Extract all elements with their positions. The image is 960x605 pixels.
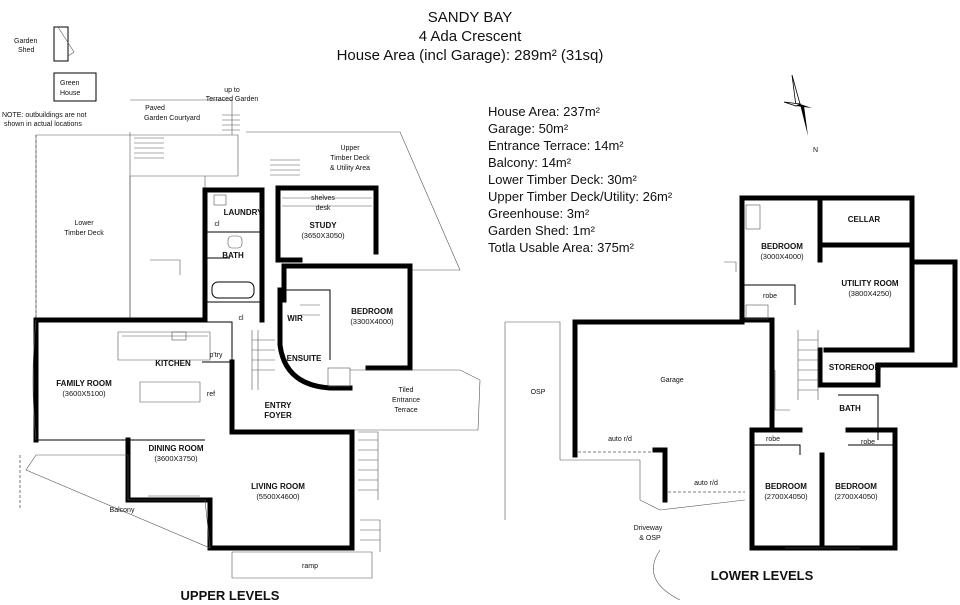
room-label: BEDROOM <box>351 307 393 316</box>
room-label: ramp <box>302 563 318 570</box>
room-label: Timber Deck <box>330 155 370 162</box>
room-label: Tiled <box>399 387 414 394</box>
room-label: ENSUITE <box>287 354 322 363</box>
room-label: LIVING ROOM <box>251 482 305 491</box>
room-label: cl <box>214 221 220 228</box>
room-label: cl <box>238 315 244 322</box>
area-item: Balcony: 14m² <box>488 155 572 170</box>
room-label: p'try <box>209 352 223 359</box>
garden-shed-label: Shed <box>18 47 34 54</box>
room-label: WIR <box>287 314 303 323</box>
plan-house-area: House Area (incl Garage): 289m² (31sq) <box>337 47 604 64</box>
plan-title: SANDY BAY <box>428 9 512 26</box>
room-label: auto r/d <box>694 480 718 487</box>
room-label: BEDROOM <box>765 482 807 491</box>
room-label: robe <box>861 439 875 446</box>
room-label: STUDY <box>309 221 337 230</box>
room-label: DINING ROOM <box>148 444 203 453</box>
room-label: KITCHEN <box>155 359 191 368</box>
room-label: BATH <box>222 251 244 260</box>
north-arrow-icon <box>783 74 812 136</box>
area-item: House Area: 237m² <box>488 104 601 119</box>
room-label: OSP <box>531 389 546 396</box>
north-label: N <box>813 147 818 154</box>
room-label: Upper <box>340 145 360 152</box>
area-item: Garden Shed: 1m² <box>488 223 596 238</box>
room-label: BEDROOM <box>761 242 803 251</box>
area-item: Upper Timber Deck/Utility: 26m² <box>488 189 673 204</box>
room-label: Lower <box>74 220 94 227</box>
room-label: Driveway <box>634 525 663 532</box>
room-label: up to <box>224 87 240 94</box>
room-label: Garden Courtyard <box>144 115 200 122</box>
room-label: FOYER <box>264 411 292 420</box>
area-item: Garage: 50m² <box>488 121 569 136</box>
room-label: BEDROOM <box>835 482 877 491</box>
room-dimension: (2700X4050) <box>764 492 808 501</box>
room-label: robe <box>763 293 777 300</box>
room-dimension: (3650X3050) <box>301 231 345 240</box>
room-label: robe <box>766 436 780 443</box>
room-label: & Utility Area <box>330 165 370 172</box>
room-label: LAUNDRY <box>224 208 263 217</box>
room-label: UTILITY ROOM <box>841 279 899 288</box>
outbuilding-note: shown in actual locations <box>4 121 82 128</box>
room-dimension: (3800X4250) <box>848 289 892 298</box>
upper-levels-heading: UPPER LEVELS <box>181 588 280 603</box>
room-dimension: (3000X4000) <box>760 252 804 261</box>
plan-address: 4 Ada Crescent <box>419 28 522 45</box>
room-label: ref <box>207 391 215 398</box>
room-label: ENTRY <box>265 401 292 410</box>
lower-levels-heading: LOWER LEVELS <box>711 568 814 583</box>
area-item: Lower Timber Deck: 30m² <box>488 172 637 187</box>
room-label: Terraced Garden <box>206 96 259 103</box>
room-label: auto r/d <box>608 436 632 443</box>
room-label: Garage <box>660 377 683 384</box>
area-item: Entrance Terrace: 14m² <box>488 138 624 153</box>
room-label: BATH <box>839 404 861 413</box>
room-label: STOREROOM <box>829 363 882 372</box>
room-label: FAMILY ROOM <box>56 379 112 388</box>
room-label: Balcony <box>110 507 135 514</box>
green-house-label: Green <box>60 80 80 87</box>
outbuilding-note: NOTE: outbuildings are not <box>2 112 86 119</box>
area-item: Greenhouse: 3m² <box>488 206 590 221</box>
lower-level-plan <box>504 195 958 601</box>
upper-level-plan <box>19 99 481 579</box>
green-house <box>53 72 97 102</box>
room-label: Paved <box>145 105 165 112</box>
green-house-label: House <box>60 90 80 97</box>
room-label: desk <box>316 205 331 212</box>
room-dimension: (2700X4050) <box>834 492 878 501</box>
room-label: Terrace <box>394 407 417 414</box>
room-label: shelves <box>311 195 335 202</box>
garden-shed <box>53 26 75 62</box>
room-dimension: (3300X4000) <box>350 317 394 326</box>
room-dimension: (3600X3750) <box>154 454 198 463</box>
area-item: Totla Usable Area: 375m² <box>488 240 635 255</box>
room-label: Timber Deck <box>64 230 104 237</box>
room-dimension: (5500X4600) <box>256 492 300 501</box>
room-label: & OSP <box>639 535 661 542</box>
garden-shed-label: Garden <box>14 38 37 45</box>
area-list: House Area: 237m² Garage: 50m² Entrance … <box>488 104 673 255</box>
room-dimension: (3600X5100) <box>62 389 106 398</box>
room-label: Entrance <box>392 397 420 404</box>
room-label: CELLAR <box>848 215 881 224</box>
